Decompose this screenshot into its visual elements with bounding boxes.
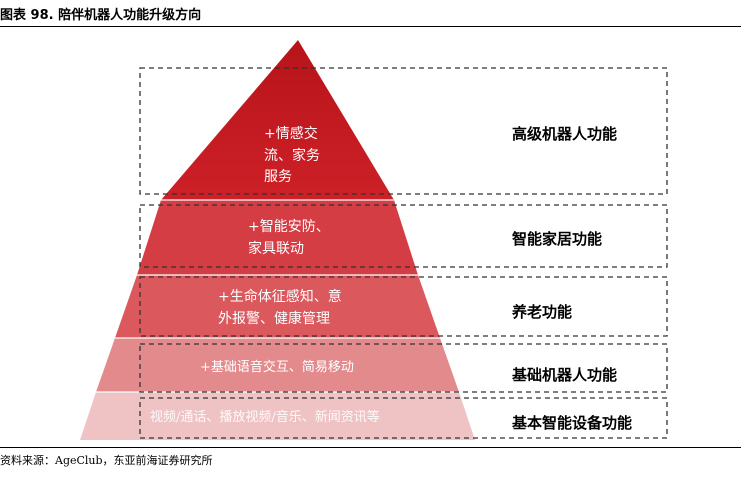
level-1-description: +情感交 流、家务 服务 [264, 126, 320, 186]
source-divider [0, 447, 741, 448]
level-2-description: +智能安防、 家具联动 [248, 219, 330, 257]
level-4-label: 基础机器人功能 [512, 366, 618, 384]
level-5-description: 视频/通话、播放视频/音乐、新闻资讯等 [150, 410, 380, 425]
pyramid-layer-2 [137, 200, 418, 275]
level-box-2 [139, 204, 668, 268]
figure-title: 图表 98. 陪伴机器人功能升级方向 [0, 8, 202, 23]
pyramid-layer-5 [80, 392, 475, 440]
level-5-label: 基本智能设备功能 [512, 414, 633, 432]
level-2-label: 智能家居功能 [512, 230, 603, 248]
source-note: 资料来源：AgeClub，东亚前海证券研究所 [0, 454, 213, 467]
pyramid-layer-3 [115, 275, 440, 338]
pyramid-layer-4 [96, 338, 459, 392]
level-3-label: 养老功能 [512, 303, 573, 321]
level-1-label: 高级机器人功能 [512, 125, 618, 143]
figure-title-bar: 图表 98. 陪伴机器人功能升级方向 [0, 0, 741, 27]
level-box-4 [139, 343, 668, 393]
level-3-description: +生命体征感知、意 外报警、健康管理 [218, 289, 342, 327]
level-box-1 [139, 67, 668, 195]
pyramid-layer-1 [161, 40, 394, 200]
level-box-3 [139, 276, 668, 337]
level-4-description: +基础语音交互、简易移动 [200, 360, 354, 375]
level-box-5 [139, 397, 668, 439]
